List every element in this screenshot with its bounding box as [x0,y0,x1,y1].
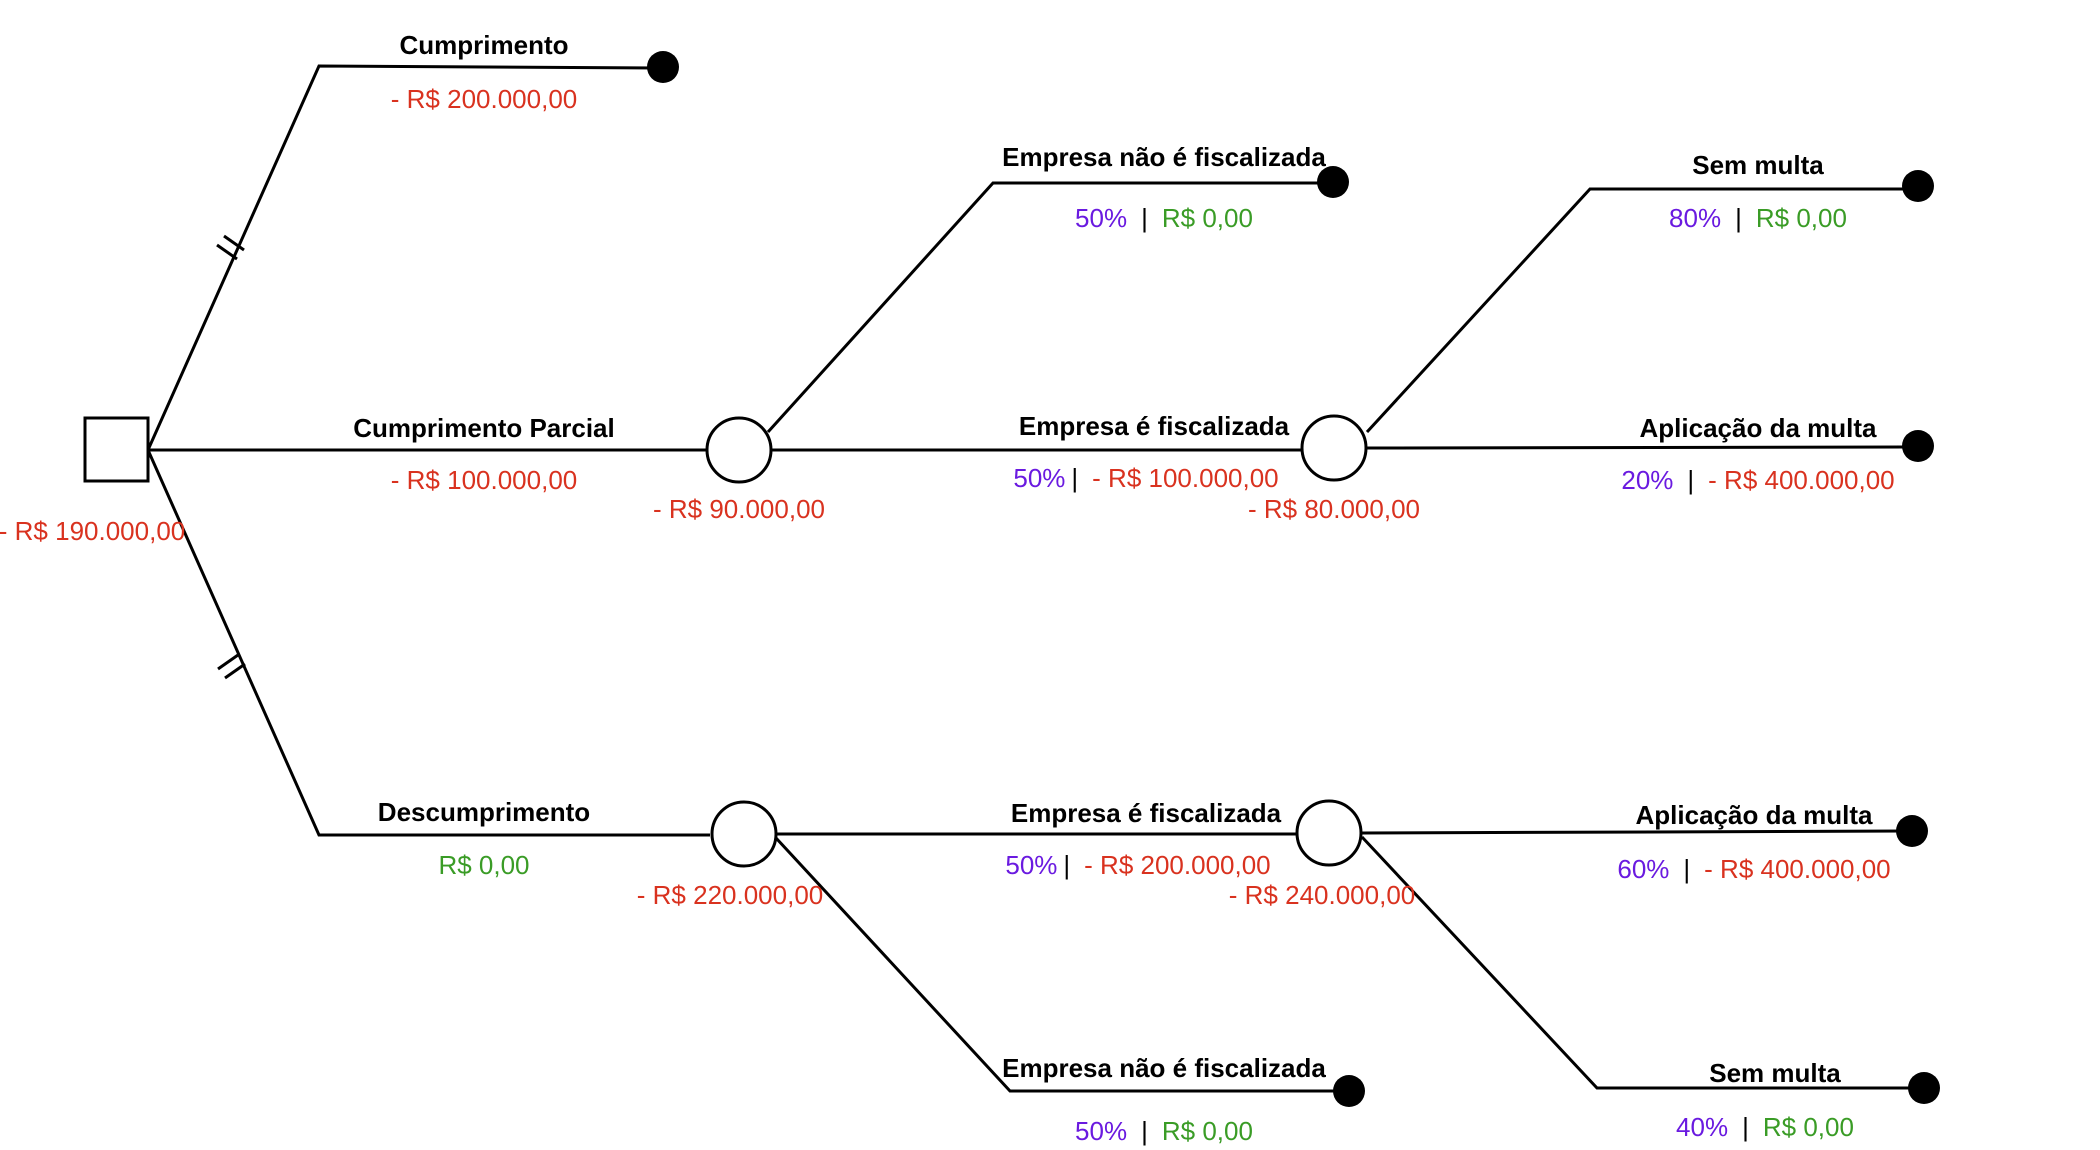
chance-node-descumprimento [710,800,778,868]
outcome-payoff: R$ 0,00 [1162,1116,1253,1146]
branch-d-nao-fisc-line [774,836,1345,1093]
pruned-mark [223,234,245,252]
branch-d-multa-line [1361,829,1913,835]
outcome-label: Sem multa [1692,150,1824,180]
branch-label-cumprimento: Cumprimento [400,30,569,60]
branch-label-parcial: Cumprimento Parcial [353,413,615,443]
outcome-separator: | [1735,203,1742,233]
outcome-value-line: 80% | R$ 0,00 [1669,203,1847,233]
branch-descumprimento-line [146,449,710,837]
outcome-payoff: R$ 0,00 [1162,203,1253,233]
chance-node-parcial-fiscalizada [1300,414,1368,482]
branch-label-descumprimento: Descumprimento [378,797,590,827]
outcome-value-line: 50%| - R$ 200.000,00 [1005,850,1270,880]
outcome-separator: | [1687,465,1694,495]
terminal-node [1902,170,1934,202]
outcome-value-line: 50%| - R$ 100.000,00 [1013,463,1278,493]
branch-value-cumprimento: - R$ 200.000,00 [391,84,577,114]
outcome-probability: 50% [1005,850,1057,880]
outcome-value-line: 40% | R$ 0,00 [1676,1112,1854,1142]
outcome-label: Empresa não é fiscalizada [1002,1053,1326,1083]
outcome-label: Empresa não é fiscalizada [1002,142,1326,172]
chance-expected-value-descumprimento-fiscalizada: - R$ 240.000,00 [1229,880,1415,910]
outcome-separator: | [1141,1116,1148,1146]
chance-node-parcial [705,416,773,484]
outcome-probability: 20% [1621,465,1673,495]
outcome-separator: | [1683,854,1690,884]
pruned-mark [224,662,246,680]
pruned-mark [216,243,238,261]
outcome-label: Empresa é fiscalizada [1019,411,1290,441]
outcome-separator: | [1742,1112,1749,1142]
outcome-value-line: 50% | R$ 0,00 [1075,203,1253,233]
pruned-mark [217,653,239,671]
outcome-probability: 80% [1669,203,1721,233]
branch-d-sem-multa-line [1360,835,1924,1090]
outcome-payoff: R$ 0,00 [1763,1112,1854,1142]
terminal-node [1333,1075,1365,1107]
outcome-probability: 50% [1013,463,1065,493]
outcome-label: Aplicação da multa [1636,800,1873,830]
branch-cumprimento-line [146,64,661,451]
outcome-value-line: 20% | - R$ 400.000,00 [1621,465,1894,495]
terminal-node [1317,166,1349,198]
outcome-probability: 50% [1075,203,1127,233]
outcome-payoff: R$ 0,00 [1756,203,1847,233]
outcome-label: Aplicação da multa [1640,413,1877,443]
terminal-node [1908,1072,1940,1104]
outcome-payoff: - R$ 200.000,00 [1084,850,1270,880]
outcome-probability: 40% [1676,1112,1728,1142]
outcome-value-line: 50% | R$ 0,00 [1075,1116,1253,1146]
terminal-node [1902,430,1934,462]
outcome-probability: 50% [1075,1116,1127,1146]
chance-node-descumprimento-fiscalizada [1295,799,1363,867]
chance-expected-value-parcial-fiscalizada: - R$ 80.000,00 [1248,494,1420,524]
branch-p-multa-line [1366,445,1916,450]
outcome-separator: | [1063,850,1070,880]
outcome-label: Sem multa [1709,1058,1841,1088]
outcome-value-line: 60% | - R$ 400.000,00 [1617,854,1890,884]
decision-node [83,416,150,483]
branch-p-sem-multa-line [1365,187,1915,434]
outcome-separator: | [1071,463,1078,493]
terminal-node [1896,815,1928,847]
outcome-payoff: - R$ 100.000,00 [1092,463,1278,493]
outcome-payoff: - R$ 400.000,00 [1704,854,1890,884]
chance-expected-value-descumprimento: - R$ 220.000,00 [637,880,823,910]
decision-expected-value: - R$ 190.000,00 [0,516,185,546]
outcome-probability: 60% [1617,854,1669,884]
branch-p-nao-fisc-line [766,181,1330,434]
chance-expected-value-parcial: - R$ 90.000,00 [653,494,825,524]
outcome-payoff: - R$ 400.000,00 [1708,465,1894,495]
branch-value-parcial: - R$ 100.000,00 [391,465,577,495]
outcome-label: Empresa é fiscalizada [1011,798,1282,828]
branch-value-descumprimento: R$ 0,00 [438,850,529,880]
terminal-node [647,51,679,83]
outcome-separator: | [1141,203,1148,233]
